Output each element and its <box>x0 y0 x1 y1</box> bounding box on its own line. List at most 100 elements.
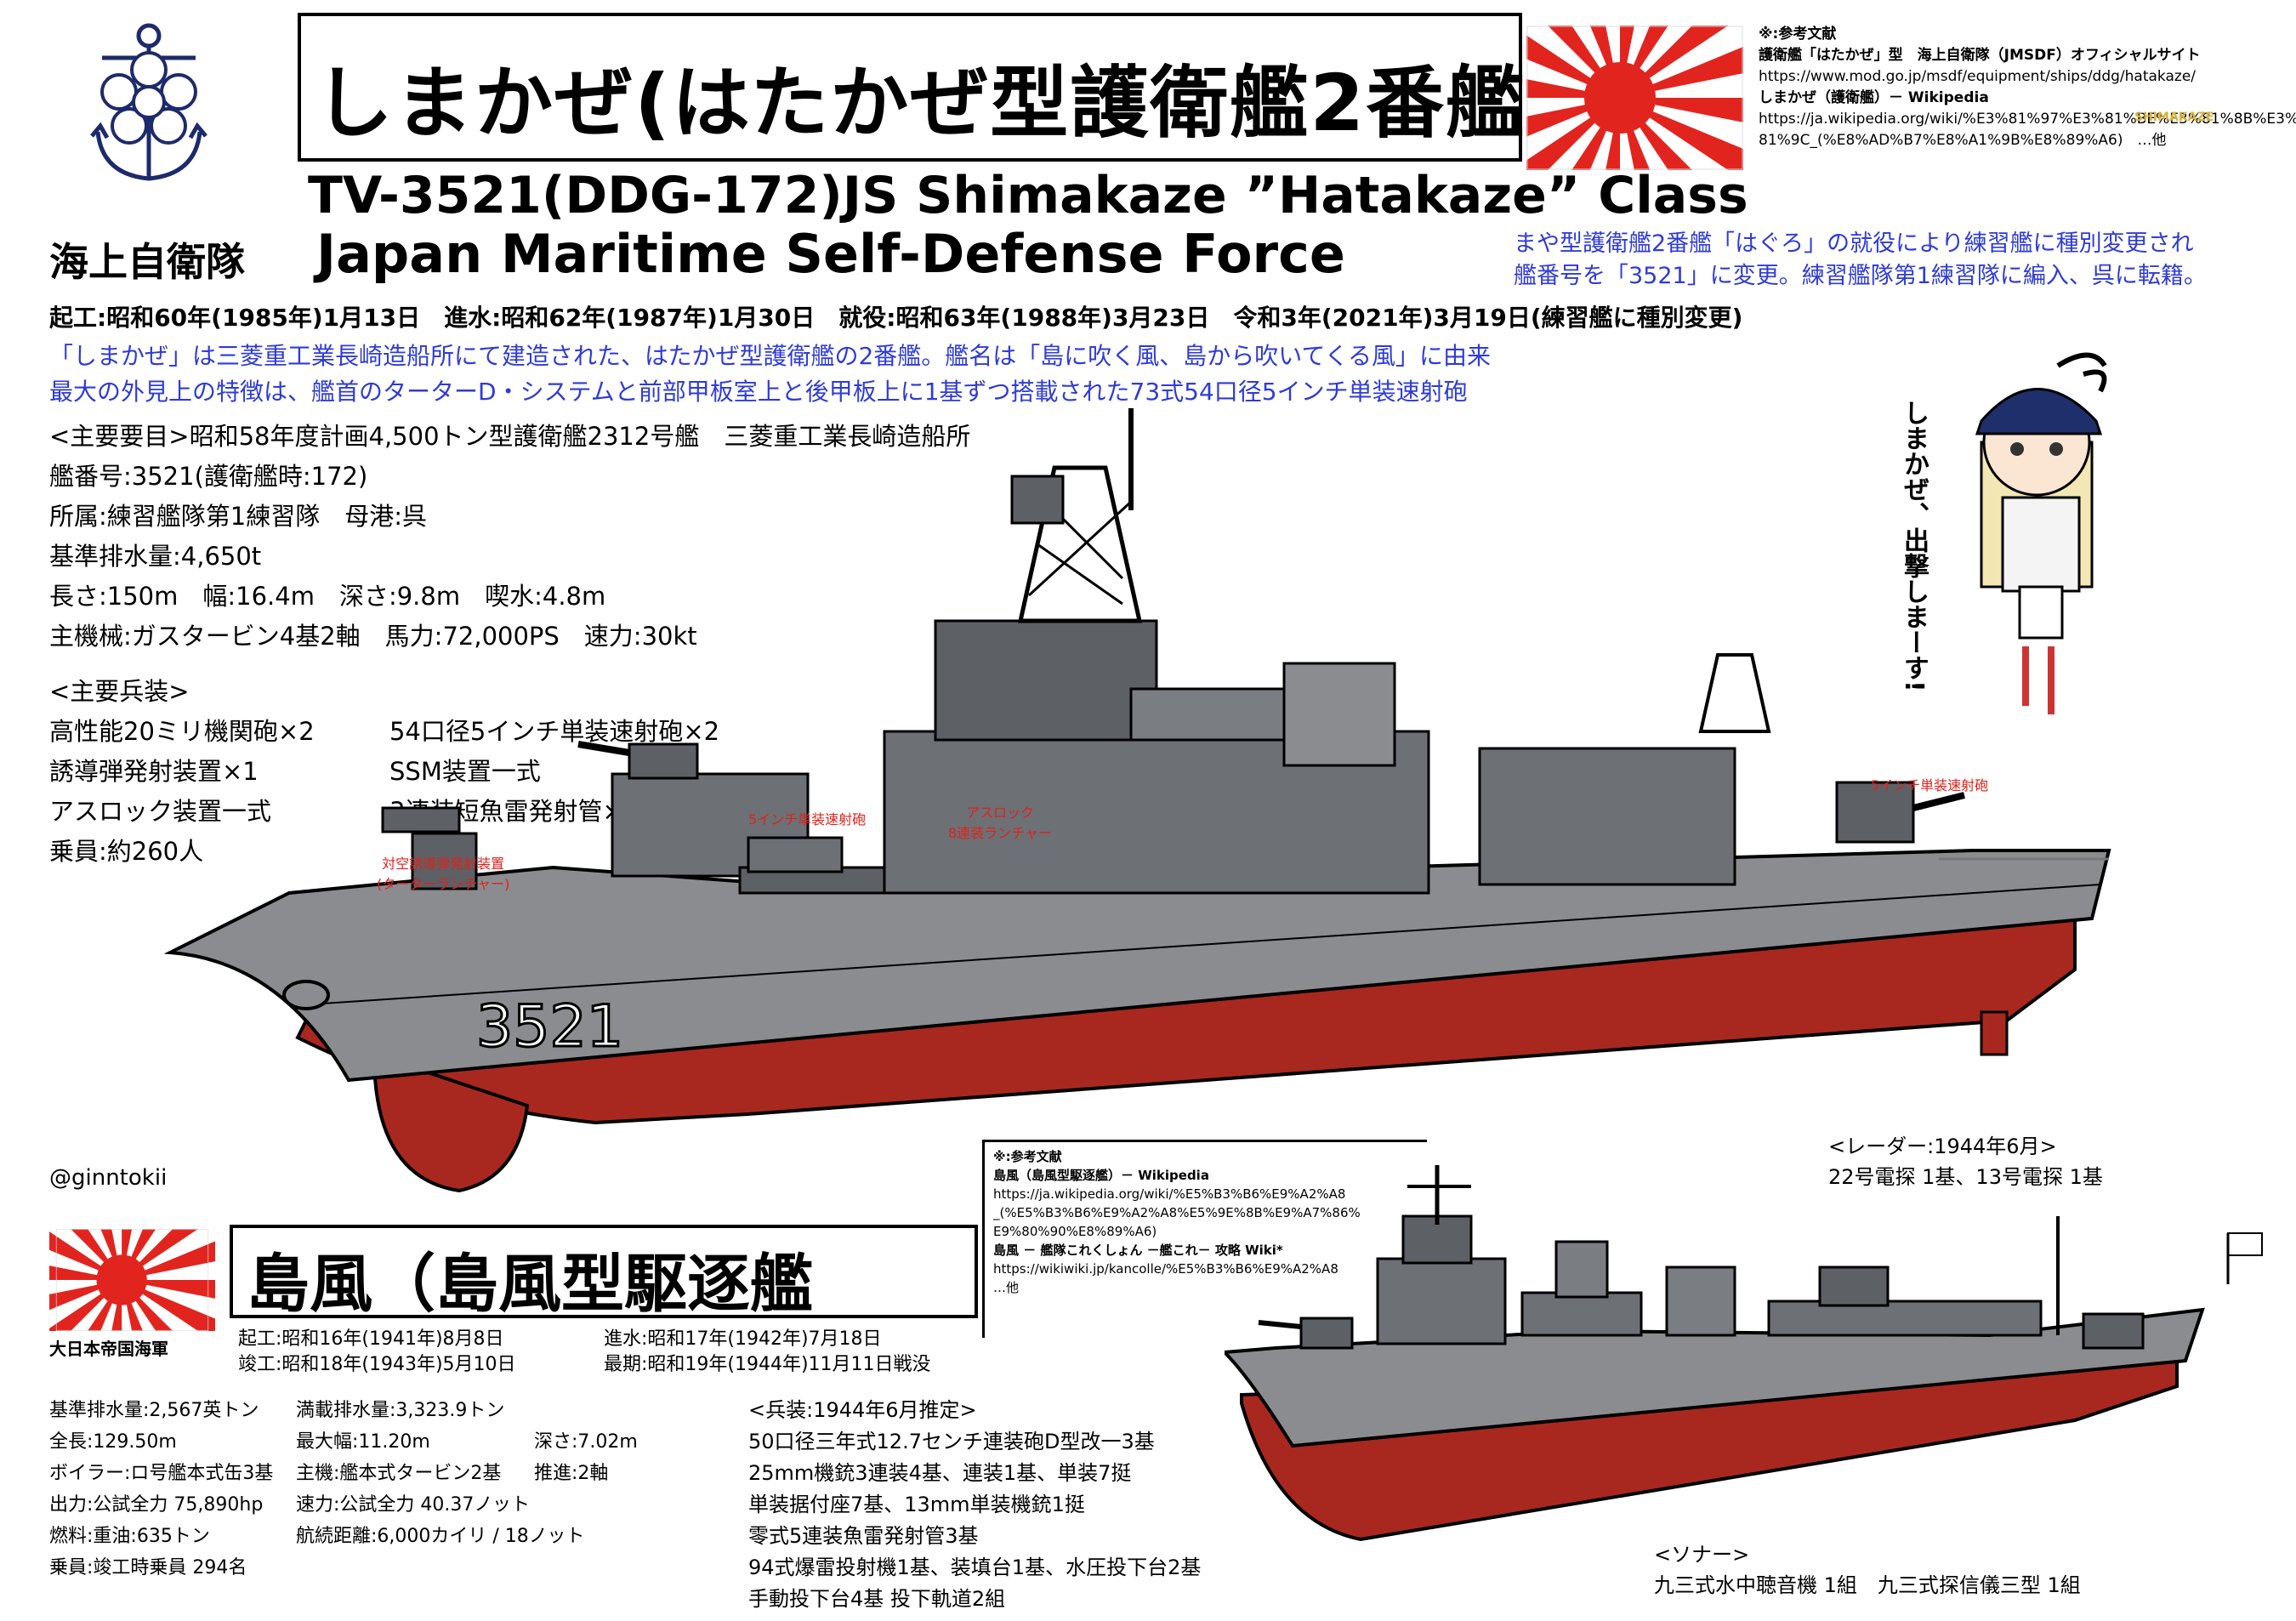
ww2-spec <box>534 1395 704 1426</box>
ww2-ref-line: E9%80%90%E8%89%A6) <box>993 1224 1157 1239</box>
ww2-spec <box>534 1489 704 1521</box>
arms-cell: SSM装置一式 <box>389 757 541 786</box>
arms-cell: 乗員:約260人 <box>49 837 204 866</box>
arms-cell: 誘導弾発射装置×1 <box>49 757 259 786</box>
ww2-sonar-title: <ソナー> <box>1654 1543 1750 1567</box>
modern-note-line: まや型護衛艦2番艦「はぐろ」の就役により練習艦に種別変更され <box>1514 230 2194 257</box>
ww2-spec: 満載排水量:3,323.9トン <box>296 1400 505 1421</box>
arms-cell: アスロック装置一式 <box>49 797 272 826</box>
credit: @ginntokii <box>49 1165 168 1191</box>
modern-dates: 起工:昭和60年(1985年)1月13日 進水:昭和62年(1987年)1月30… <box>49 304 1743 332</box>
modern-spec-line: <主要要目>昭和58年度計画4,500トン型護衛艦2312号艦 三菱重工業長崎造… <box>49 422 971 451</box>
ww2-spec: ボイラー:ロ号艦本式缶3基 <box>49 1463 274 1484</box>
cap-text: SHIMAKAZE <box>2134 111 2214 124</box>
ww2-spec: 深さ:7.02m <box>534 1431 638 1453</box>
modern-spec-line: 長さ:150m 幅:16.4m 深さ:9.8m 喫水:4.8m <box>49 582 606 611</box>
ww2-ref-line: 島風（島風型駆逐艦）－ Wikipedia <box>993 1168 1209 1183</box>
ww2-spec <box>534 1552 704 1584</box>
ww2-dates: 起工:昭和16年(1941年)8月8日 進水:昭和17年(1942年)7月18日… <box>238 1327 995 1378</box>
ww2-ref-line: 島風 － 艦隊これくしょん －艦これ－ 攻略 Wiki* <box>993 1243 1283 1258</box>
label-text: 8連装ランチャー <box>948 825 1053 841</box>
ww2-title: 島風（島風型駆逐艦 <box>247 1248 813 1321</box>
hull-number: 3521 <box>476 993 623 1061</box>
modern-note: まや型護衛艦2番艦「はぐろ」の就役により練習艦に種別変更され 艦番号を「3521… <box>1514 228 2207 293</box>
modern-references-title: ※:参考文献 <box>1759 26 1837 43</box>
modern-desc-line: 「しまかぜ」は三菱重工業長崎造船所にて建造された、はたかぜ型護衛艦の2番艦。艦名… <box>49 342 1492 370</box>
ww2-spec: 航続距離:6,000カイリ / 18ノット <box>296 1526 585 1547</box>
ww2-arms-line: 手動投下台4基 投下軌道2組 <box>748 1587 1006 1611</box>
ww2-ref-line: …他 <box>993 1280 1020 1295</box>
label-tartar: 対空誘導弾発射装置 (ターターランチャー) <box>377 852 509 893</box>
ww2-spec <box>296 1552 534 1584</box>
modern-spec-line: 所属:練習艦隊第1練習隊 母港:呉 <box>49 502 427 531</box>
rising-sun-flag-icon <box>49 1229 215 1331</box>
ww2-arms-line: 94式爆雷投射機1基、装填台1基、水圧投下台2基 <box>748 1556 1202 1579</box>
modern-ref-line: しまかぜ（護衛艦）－ Wikipedia <box>1759 89 1989 106</box>
org-en: Japan Maritime Self-Defense Force <box>316 223 1345 285</box>
flag-ray <box>1620 98 1743 170</box>
ww2-radar-text: 22号電探 1基、13号電探 1基 <box>1828 1165 2103 1189</box>
ww2-arms-line: 単装据付座7基、13mm単装機銃1挺 <box>748 1493 1085 1516</box>
ww2-arms-line: 零式5連装魚雷発射管3基 <box>748 1524 979 1548</box>
ww2-spec: 基準排水量:2,567英トン <box>49 1400 259 1421</box>
character-illustration <box>1956 340 2143 748</box>
modern-spec-line: 主機械:ガスタービン4基2軸 馬力:72,000PS 速力:30kt <box>49 622 697 651</box>
flag-ray <box>1620 46 1743 98</box>
ww2-references-title: ※:参考文献 <box>993 1149 1062 1164</box>
ww2-date: 進水:昭和17年(1942年)7月18日 <box>604 1328 882 1350</box>
ww2-arms-title: <兵装:1944年6月推定> <box>748 1398 977 1422</box>
ww2-date: 最期:昭和19年(1944年)11月11日戦没 <box>604 1354 931 1375</box>
modern-title: しまかぜ(はたかぜ型護衛艦2番艦) <box>315 58 1564 149</box>
flag-ray <box>122 1280 215 1299</box>
ww2-ref-line: _(%E5%B3%B6%E9%A2%A8%E5%9E%8B%E9%A7%86% <box>993 1205 1361 1220</box>
label-text: (ターターランチャー) <box>377 876 510 892</box>
ww2-spec: 速力:公試全力 40.37ノット <box>296 1494 530 1516</box>
modern-spec-line: 艦番号:3521(護衛艦時:172) <box>49 462 368 491</box>
ww2-spec: 燃料:重油:635トン <box>49 1526 210 1547</box>
ww2-spec: 乗員:竣工時乗員 294名 <box>49 1557 247 1578</box>
ww2-radar: <レーダー:1944年6月> 22号電探 1基、13号電探 1基 <box>1828 1131 2103 1192</box>
label-aft-gun: 5インチ単装速射砲 <box>1871 777 1989 793</box>
label-asroc: アスロック 8連装ランチャー <box>948 801 1052 842</box>
flag-sun <box>96 1254 147 1305</box>
ww2-shimakaze-illustration <box>1225 1165 2270 1548</box>
ww2-sonar-text: 九三式水中聴音機 1組 九三式探信儀三型 1組 <box>1654 1573 2081 1597</box>
modern-designation: TV-3521(DDG-172)JS Shimakaze ”Hatakaze” … <box>308 166 1748 225</box>
flag-ray <box>1620 26 1729 98</box>
shimakaze-destroyer-illustration: 3521 <box>153 408 2279 1225</box>
modern-ref-line: https://www.mod.go.jp/msdf/equipment/shi… <box>1759 68 2197 85</box>
ww2-spec: 全長:129.50m <box>49 1431 177 1453</box>
modern-note-line: 艦番号を「3521」に変更。練習艦隊第1練習隊に編入、呉に転籍。 <box>1514 263 2207 289</box>
ww2-date: 起工:昭和16年(1941年)8月8日 <box>238 1328 504 1350</box>
ww2-sonar: <ソナー> 九三式水中聴音機 1組 九三式探信儀三型 1組 <box>1654 1539 2081 1601</box>
ww2-spec: 最大幅:11.20m <box>296 1431 430 1453</box>
label-forward-gun: 5インチ単装速射砲 <box>748 811 867 828</box>
modern-spec-line: 基準排水量:4,650t <box>49 542 262 571</box>
flag-sun <box>1584 62 1656 134</box>
speech-bubble: しまかぜ、出撃しまーす! <box>1899 400 1929 692</box>
modern-desc-line: 最大の外見上の特徴は、艦首のターターD・システムと前部甲板室上と後甲板上に1基ず… <box>49 378 1468 406</box>
ww2-date: 竣工:昭和18年(1943年)5月10日 <box>238 1354 516 1375</box>
ww2-spec: 推進:2軸 <box>534 1463 609 1484</box>
label-text: 対空誘導弾発射装置 <box>382 856 505 872</box>
modern-references: ※:参考文献 護衛艦「はたかぜ」型 海上自衛隊（JMSDF）オフィシャルサイト … <box>1759 24 2296 151</box>
modern-description: 「しまかぜ」は三菱重工業長崎造船所にて建造された、はたかぜ型護衛艦の2番艦。艦名… <box>49 338 1491 410</box>
modern-arms-title: <主要兵装> <box>49 677 190 706</box>
jmsdf-emblem-icon <box>85 17 213 187</box>
modern-ref-line: 護衛艦「はたかぜ」型 海上自衛隊（JMSDF）オフィシャルサイト <box>1759 47 2201 64</box>
ww2-armament: <兵装:1944年6月推定> 50口径三年式12.7センチ連装砲D型改一3基 2… <box>748 1395 1201 1615</box>
flag-ray <box>122 1280 215 1331</box>
flag-ray <box>1605 98 1620 170</box>
modern-specs: <主要要目>昭和58年度計画4,500トン型護衛艦2312号艦 三菱重工業長崎造… <box>49 417 970 657</box>
arms-cell: 54口径5インチ単装速射砲×2 <box>389 717 720 746</box>
cap-text-area: SHIMAKAZE <box>2126 111 2221 255</box>
ww2-references: ※:参考文献 島風（島風型駆逐艦）－ Wikipedia https://ja.… <box>982 1140 1427 1338</box>
ww2-title-box: 島風（島風型駆逐艦 <box>230 1225 978 1321</box>
ww2-spec: 主機:艦本式タービン2基 <box>296 1463 502 1484</box>
ww2-arms-line: 50口径三年式12.7センチ連装砲D型改一3基 <box>748 1430 1155 1453</box>
org-jp: 海上自衛隊 <box>49 239 245 285</box>
flag-ray <box>122 1229 198 1280</box>
ww2-navy: 大日本帝国海軍 <box>49 1339 168 1359</box>
modern-ref-line: 81%9C_(%E8%AD%B7%E8%A1%9B%E8%89%A6) …他 <box>1759 132 2167 149</box>
ww2-ref-line: https://ja.wikipedia.org/wiki/%E5%B3%B6%… <box>993 1186 1346 1202</box>
